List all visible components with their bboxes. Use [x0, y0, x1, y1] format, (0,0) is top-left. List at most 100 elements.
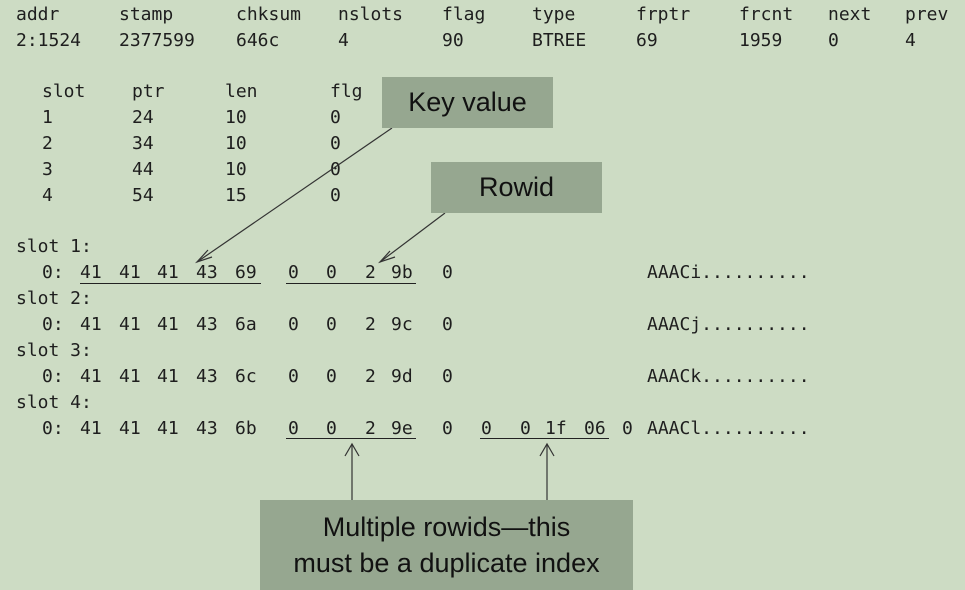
dump-byte: 1f [545, 418, 567, 439]
header-val-frptr: 69 [636, 30, 658, 51]
dump-byte: 0 [326, 418, 337, 439]
dump-byte: 41 [80, 262, 102, 283]
dump-byte: 41 [119, 366, 141, 387]
header-col-frcnt: frcnt [739, 4, 794, 25]
dump-byte: 0 [326, 314, 337, 335]
dump-byte: 0 [442, 366, 453, 387]
rowid-arrowhead [378, 250, 396, 264]
slot-table-cell: 15 [225, 185, 247, 206]
dump-byte: 0 [288, 418, 299, 439]
slot-table-cell: 2 [42, 133, 53, 154]
dump-offset: 0: [42, 418, 64, 439]
dump-byte: 41 [157, 314, 179, 335]
slot-table-cell: 0 [330, 185, 341, 206]
duplicate-index-callout-line1: Multiple rowids—this [322, 512, 571, 542]
dump-byte: 0 [481, 418, 492, 439]
slot-table-cell: 4 [42, 185, 53, 206]
key-value-callout: Key value [382, 77, 553, 128]
dump-byte: 0 [442, 314, 453, 335]
dump-byte: 41 [157, 418, 179, 439]
dump-byte: 43 [196, 366, 218, 387]
slot-table-cell: 0 [330, 159, 341, 180]
dump-byte: 41 [80, 418, 102, 439]
dump-ascii: AAACi.......... [647, 262, 810, 283]
dump-byte: 9c [391, 314, 413, 335]
header-val-frcnt: 1959 [739, 30, 783, 51]
dump-byte: 0 [442, 262, 453, 283]
dump-byte: 0 [622, 418, 633, 439]
header-val-addr: 2:1524 [16, 30, 82, 51]
dump-byte: 0 [288, 366, 299, 387]
dump-ascii: AAACl.......... [647, 418, 810, 439]
dump-byte: 41 [80, 314, 102, 335]
slot-table-cell: 24 [132, 107, 154, 128]
dump-byte: 9b [391, 262, 413, 283]
dump-byte: 6c [235, 366, 257, 387]
dump-offset: 0: [42, 366, 64, 387]
dump-byte: 41 [157, 366, 179, 387]
dump-byte: 41 [157, 262, 179, 283]
slot-table-header: len [225, 81, 258, 102]
dump-byte: 2 [365, 262, 376, 283]
dump-byte: 0 [288, 262, 299, 283]
slot-table-header: flg [330, 81, 363, 102]
slot-table-cell: 0 [330, 133, 341, 154]
rowid-underline [286, 438, 416, 439]
dump-byte: 2 [365, 366, 376, 387]
dump-byte: 6a [235, 314, 257, 335]
duplicate-index-callout: Multiple rowids—this must be a duplicate… [260, 500, 633, 590]
dump-ascii: AAACk.......... [647, 366, 810, 387]
dump-byte: 6b [235, 418, 257, 439]
header-val-next: 0 [828, 30, 839, 51]
header-val-nslots: 4 [338, 30, 349, 51]
slot-table-cell: 10 [225, 133, 247, 154]
slot-table-cell: 3 [42, 159, 53, 180]
slot-table-cell: 54 [132, 185, 154, 206]
header-col-chksum: chksum [236, 4, 302, 25]
dump-slot-label: slot 2: [16, 288, 92, 309]
key-value-callout-text: Key value [408, 87, 527, 117]
rowid-callout-text: Rowid [478, 172, 555, 202]
slot-table-cell: 10 [225, 159, 247, 180]
dump-byte: 0 [288, 314, 299, 335]
header-col-stamp: stamp [119, 4, 174, 25]
dump-byte: 43 [196, 262, 218, 283]
dump-byte: 0 [326, 366, 337, 387]
dump-byte: 0 [520, 418, 531, 439]
slot-table-cell: 0 [330, 107, 341, 128]
dump-offset: 0: [42, 314, 64, 335]
dump-ascii: AAACj.......... [647, 314, 810, 335]
slot-table-cell: 44 [132, 159, 154, 180]
header-col-flag: flag [442, 4, 486, 25]
dump-offset: 0: [42, 262, 64, 283]
key-underline [80, 283, 261, 284]
rowid-up-arrowhead [344, 442, 360, 457]
dump-byte: 2 [365, 314, 376, 335]
rowid-underline [286, 283, 416, 284]
dump-byte: 0 [442, 418, 453, 439]
header-col-nslots: nslots [338, 4, 404, 25]
header-val-chksum: 646c [236, 30, 280, 51]
header-col-prev: prev [905, 4, 949, 25]
slot-table-header: slot [42, 81, 86, 102]
dump-byte: 0 [326, 262, 337, 283]
header-val-stamp: 2377599 [119, 30, 195, 51]
dump-byte: 69 [235, 262, 257, 283]
header-val-type: BTREE [532, 30, 587, 51]
header-val-flag: 90 [442, 30, 464, 51]
rowid-arrow [379, 212, 446, 263]
dump-byte: 06 [584, 418, 606, 439]
rowid-callout: Rowid [431, 162, 602, 213]
dump-byte: 43 [196, 418, 218, 439]
dump-byte: 41 [80, 366, 102, 387]
key-value-arrowhead [194, 249, 213, 264]
dump-byte: 9e [391, 418, 413, 439]
header-col-next: next [828, 4, 872, 25]
dump-byte: 2 [365, 418, 376, 439]
dump-byte: 41 [119, 262, 141, 283]
duplicate-index-callout-line2: must be a duplicate index [293, 548, 600, 578]
dump-byte: 43 [196, 314, 218, 335]
dump-byte: 41 [119, 418, 141, 439]
slot-table-cell: 34 [132, 133, 154, 154]
dump-slot-label: slot 1: [16, 236, 92, 257]
